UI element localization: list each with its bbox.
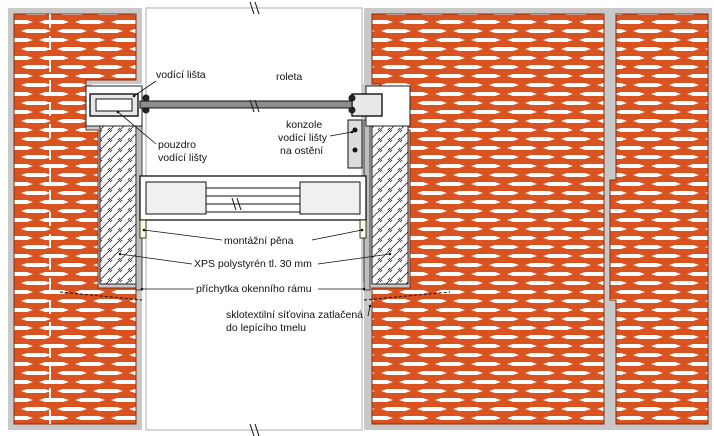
label-sklotextilni-2: do lepícího tmelu: [226, 322, 306, 334]
window-frame: [139, 175, 367, 221]
right-insulation: [371, 123, 409, 285]
left-guide-rail: [89, 93, 150, 117]
right-wall: [362, 8, 610, 430]
label-pouzdro-1: pouzdro: [158, 139, 196, 151]
label-roleta: roleta: [276, 71, 302, 83]
right-mesh-line: [363, 291, 451, 301]
label-vodici-lista: vodící lišta: [156, 69, 206, 81]
label-prichytka: příchytka okenního rámu: [196, 283, 312, 295]
label-montazni-pena: montážní pěna: [224, 235, 294, 247]
left-brick: [13, 13, 137, 425]
right-foam: [359, 219, 367, 239]
far-right-wall: [608, 8, 712, 430]
left-insulation: [99, 123, 137, 285]
label-konzole-2: vodící lišty: [278, 132, 328, 144]
label-konzole-1: konzole: [286, 119, 322, 131]
left-wall: [8, 8, 142, 430]
label-konzole-3: na ostění: [280, 145, 323, 157]
left-foam: [139, 219, 147, 239]
label-sklotextilni-1: sklotextilní síťovina zatlačená: [226, 309, 363, 321]
far-right-brick: [609, 13, 709, 425]
annotations: vodící lišta roleta pouzdro vodící lišty…: [116, 69, 392, 334]
break-mark-icon: [231, 1, 260, 436]
label-pouzdro-2: vodící lišty: [158, 152, 208, 164]
left-mesh-line: [59, 291, 143, 301]
right-brick: [371, 13, 605, 425]
label-xps: XPS polystyrén tl. 30 mm: [194, 258, 312, 270]
roller-shutter: [139, 100, 353, 109]
